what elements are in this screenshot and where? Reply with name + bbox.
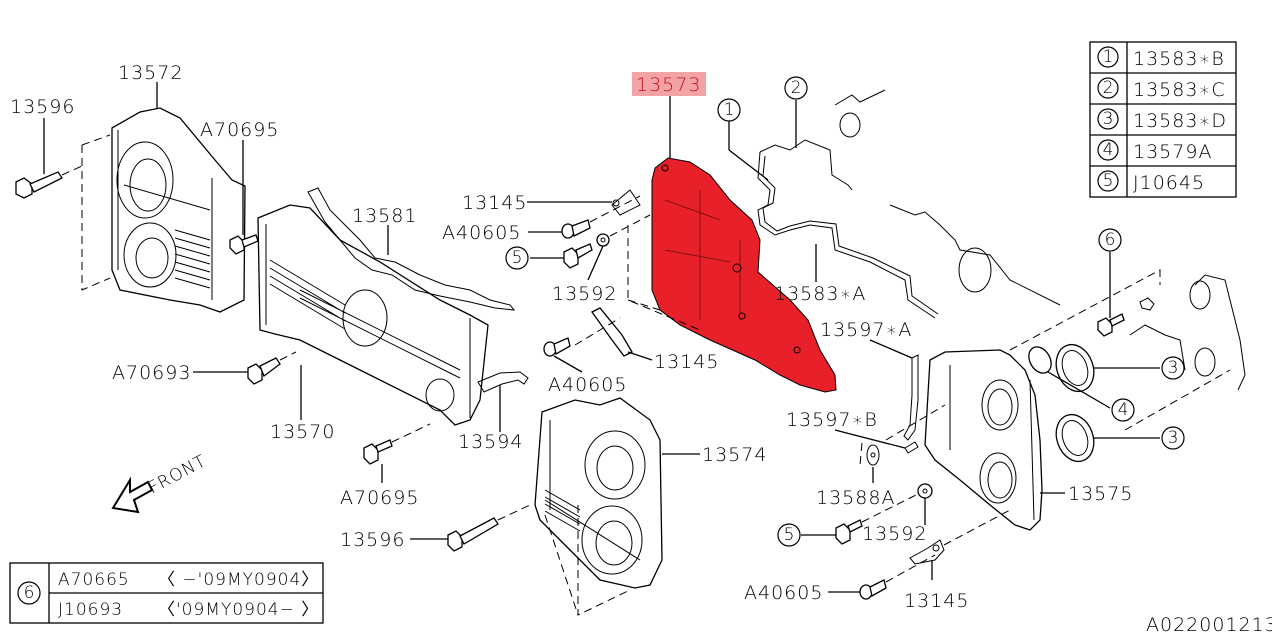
spacer-13592-top[interactable]	[596, 233, 610, 247]
callout-13572: 13572	[118, 62, 183, 84]
front-direction-arrow: FRONT	[111, 451, 210, 514]
legend-part: 13583∗C	[1133, 79, 1226, 101]
callout-13596-top: 13596	[10, 96, 75, 118]
svg-text:2: 2	[791, 78, 802, 98]
gasket-13583-assembly[interactable]	[757, 139, 939, 319]
oil-seal-ref3-lower[interactable]	[1050, 409, 1100, 466]
callout-13592-top: 13592	[552, 283, 617, 305]
front-label: FRONT	[145, 451, 210, 498]
svg-text:6: 6	[1105, 230, 1116, 250]
part-13581-gasket[interactable]	[307, 187, 516, 311]
bolt-A70693[interactable]	[247, 357, 281, 385]
seal-13145-mid[interactable]	[591, 307, 633, 357]
bolt-13596-bottom[interactable]	[447, 517, 499, 552]
legend-ref: 1	[1103, 47, 1114, 67]
callout-13594: 13594	[458, 431, 523, 453]
callout-13570: 13570	[270, 421, 335, 443]
ref-marker-5-top[interactable]: 5	[505, 246, 529, 270]
ref-marker-4[interactable]: 4	[1111, 398, 1135, 422]
svg-text:3: 3	[1168, 428, 1179, 448]
spacer-13592-bottom[interactable]	[917, 483, 933, 499]
svg-text:1: 1	[724, 100, 735, 120]
clip-13145-bottom[interactable]	[909, 539, 945, 565]
callout-A70695-top: A70695	[200, 119, 279, 141]
callout-13145-top: 13145	[462, 192, 527, 214]
legend-row: 3 13583∗D	[1097, 108, 1227, 132]
legend-table: 1 13583∗B 2 13583∗C 3 13583∗D 4 13579A 5…	[1089, 41, 1237, 198]
callout-13581: 13581	[352, 205, 417, 227]
ref-marker-5-bottom[interactable]: 5	[777, 523, 801, 547]
callout-A40605-bottom: A40605	[744, 582, 823, 604]
seal-13597B[interactable]	[904, 441, 919, 454]
variant-part: J10693	[58, 600, 123, 620]
legend-row: 2 13583∗C	[1097, 77, 1226, 101]
legend-row: 1 13583∗B	[1097, 46, 1225, 70]
variant-part: A70665	[58, 570, 130, 590]
bolt-ref6[interactable]	[1097, 297, 1155, 337]
bolt-A40605-top[interactable]	[561, 219, 591, 239]
callout-13597B: 13597∗B	[786, 409, 878, 431]
callout-A40605-top: A40605	[442, 222, 521, 244]
bolt-A40605-mid[interactable]	[543, 337, 571, 357]
callout-13596-bottom: 13596	[340, 529, 405, 551]
legend-ref: 3	[1103, 109, 1114, 129]
variant-range: 〈'09MY0904− 〉	[158, 600, 319, 620]
legend-part: 13579A	[1133, 141, 1212, 163]
bolt-ref5-top[interactable]	[563, 243, 593, 269]
ref-marker-2[interactable]: 2	[784, 76, 808, 100]
callout-13573-highlighted[interactable]: 13573	[632, 72, 706, 96]
legend-row: 5 J10645	[1097, 170, 1205, 194]
legend-row: 4 13579A	[1097, 139, 1212, 163]
callout-13575: 13575	[1068, 483, 1133, 505]
svg-text:3: 3	[1168, 358, 1179, 378]
gasket-13588A[interactable]	[859, 404, 946, 466]
engine-block-outline	[834, 89, 1246, 431]
part-13572-cover[interactable]	[81, 107, 246, 313]
bolt-A70695-bottom[interactable]	[363, 439, 393, 465]
ref-marker-1[interactable]: 1	[717, 98, 741, 122]
callout-13592-bottom: 13592	[862, 523, 927, 545]
part-13594-bracket[interactable]	[477, 371, 529, 393]
callout-A70695-bottom: A70695	[340, 487, 419, 509]
bolt-A40605-bottom[interactable]	[859, 579, 887, 600]
callout-13588A: 13588A	[816, 487, 895, 509]
callout-13597A: 13597∗A	[820, 319, 912, 341]
oil-seal-ref3-upper[interactable]	[1050, 339, 1100, 396]
ref-marker-3b[interactable]: 3	[1161, 426, 1185, 450]
bolt-ref5-bottom[interactable]	[835, 519, 863, 545]
legend-part: 13583∗D	[1133, 110, 1227, 132]
legend-ref: 4	[1103, 140, 1114, 160]
ref-marker-6[interactable]: 6	[1098, 228, 1122, 252]
legend-part: 13583∗B	[1133, 48, 1225, 70]
svg-text:5: 5	[784, 525, 795, 545]
part-13574-lower-cover[interactable]	[534, 397, 663, 616]
callout-13583A: 13583∗A	[774, 283, 866, 305]
o-ring-ref4[interactable]	[1024, 343, 1055, 377]
part-13575-right-cover[interactable]	[924, 349, 1043, 531]
legend-part: J10645	[1133, 172, 1205, 194]
variant-table: 6 A70665 〈 −'09MY0904〉 J10693 〈'09MY0904…	[9, 562, 324, 624]
variant-range: 〈 −'09MY0904〉	[158, 570, 319, 590]
part-13570-inner-cover[interactable]	[257, 204, 489, 426]
svg-text:4: 4	[1118, 400, 1129, 420]
callout-13573-label: 13573	[636, 74, 701, 96]
callout-A70693: A70693	[112, 362, 191, 384]
seal-13597A[interactable]	[903, 354, 919, 441]
callout-13145-mid: 13145	[654, 351, 719, 373]
callout-13574: 13574	[702, 444, 767, 466]
part-13573-highlighted[interactable]	[651, 157, 837, 393]
callout-A40605-mid: A40605	[548, 374, 627, 396]
legend-ref: 5	[1103, 171, 1114, 191]
bolt-13596-top[interactable]	[15, 171, 63, 199]
svg-text:5: 5	[512, 248, 523, 268]
legend-ref: 2	[1103, 78, 1114, 98]
clip-13145-top[interactable]	[611, 189, 641, 216]
bolt-A70695-top[interactable]	[229, 234, 259, 255]
ref-marker-3a[interactable]: 3	[1161, 356, 1185, 380]
variant-row: A70665 〈 −'09MY0904〉	[58, 570, 319, 590]
diagram-id: A022001213	[1146, 614, 1272, 636]
variant-row: J10693 〈'09MY0904− 〉	[58, 600, 319, 620]
callout-13145-bottom: 13145	[904, 590, 969, 612]
variant-ref: 6	[24, 583, 35, 603]
